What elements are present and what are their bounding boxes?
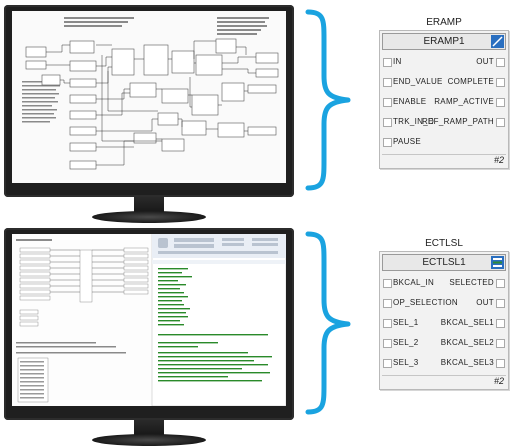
output-port-out[interactable] [496, 58, 505, 67]
input-port-trk-in-d[interactable] [383, 118, 392, 127]
ectlsl-caption: ECTLSL [425, 238, 463, 249]
eramp-row-3: ENABLE RAMP_ACTIVE [380, 92, 508, 112]
input-port-pause[interactable] [383, 138, 392, 147]
output-port-out[interactable] [496, 299, 505, 308]
ectlsl-execution-order: #2 [493, 376, 504, 386]
label-bkcal-sel2: BKCAL_SEL2 [440, 338, 494, 347]
label-complete: COMPLETE [447, 77, 494, 86]
ectlsl-header: ECTLSL1 [382, 254, 506, 271]
label-sel-2: SEL_2 [393, 338, 419, 347]
eramp-row-1: IN OUT [380, 52, 508, 72]
label-bkcal-sel3: BKCAL_SEL3 [440, 358, 494, 367]
output-port-complete[interactable] [496, 78, 505, 87]
function-block-diagram [22, 17, 279, 170]
eramp-caption: ERAMP [426, 17, 462, 28]
ectlsl-header-title: ECTLSL1 [422, 257, 466, 268]
label-trk-in-d: TRK_IN_D [393, 117, 435, 126]
ectlsl-row-2: OP_SELECTION OUT [380, 293, 508, 313]
ectlsl-row-5: SEL_3 BKCAL_SEL3 [380, 353, 508, 373]
label-bkcal-sel1: BKCAL_SEL1 [440, 318, 494, 327]
brace-top-shape [305, 9, 351, 191]
output-port-bkcal-sel3[interactable] [496, 359, 505, 368]
label-op-selection: OP_SELECTION [393, 298, 458, 307]
ectlsl-footer: #2 [382, 375, 506, 388]
ectlsl-row-3: SEL_1 BKCAL_SEL1 [380, 313, 508, 333]
input-port-bkcal-in[interactable] [383, 279, 392, 288]
output-port-bkcal-sel1[interactable] [496, 319, 505, 328]
top-monitor-screen [12, 11, 286, 183]
input-port-sel-3[interactable] [383, 359, 392, 368]
input-port-op-selection[interactable] [383, 299, 392, 308]
label-bkcal-in: BKCAL_IN [393, 278, 435, 287]
eramp-block[interactable]: ERAMP1 IN OUT END_VALUE COMPLETE ENABLE … [379, 30, 509, 169]
output-port-selected[interactable] [496, 279, 505, 288]
ectlsl-row-1: BKCAL_IN SELECTED [380, 273, 508, 293]
top-brace [302, 9, 356, 191]
input-port-sel-2[interactable] [383, 339, 392, 348]
ectlsl-row-4: SEL_2 BKCAL_SEL2 [380, 333, 508, 353]
eramp-row-4: TRK_IN_D REF_RAMP_PATH [380, 112, 508, 132]
eramp-row-5: PAUSE [380, 132, 508, 152]
top-monitor-stand [92, 211, 206, 223]
output-port-bkcal-sel2[interactable] [496, 339, 505, 348]
ectlsl-block[interactable]: ECTLSL1 BKCAL_IN SELECTED OP_SELECTION O… [379, 251, 509, 390]
eramp-header: ERAMP1 [382, 33, 506, 50]
eramp-execution-order: #2 [493, 155, 504, 165]
label-enable: ENABLE [393, 97, 427, 106]
eramp-row-2: END_VALUE COMPLETE [380, 72, 508, 92]
output-port-ramp-active[interactable] [496, 98, 505, 107]
label-in: IN [393, 57, 402, 66]
input-port-enable[interactable] [383, 98, 392, 107]
input-port-end-value[interactable] [383, 78, 392, 87]
label-ramp-active: RAMP_ACTIVE [434, 97, 494, 106]
input-port-sel-1[interactable] [383, 319, 392, 328]
label-pause: PAUSE [393, 137, 422, 146]
bottom-brace [302, 231, 356, 415]
output-port-ref-ramp-path[interactable] [496, 118, 505, 127]
bottom-monitor-screen [12, 234, 286, 406]
configuration-screen [12, 234, 286, 406]
top-monitor-neck [134, 197, 164, 215]
label-out: OUT [476, 57, 494, 66]
label-selected: SELECTED [449, 278, 494, 287]
label-sel-1: SEL_1 [393, 318, 419, 327]
label-end-value: END_VALUE [393, 77, 443, 86]
ramp-icon [491, 35, 504, 48]
label-sel-3: SEL_3 [393, 358, 419, 367]
bottom-monitor-stand [92, 434, 206, 446]
input-port-in[interactable] [383, 58, 392, 67]
label-out: OUT [476, 298, 494, 307]
brace-bottom-shape [305, 231, 351, 415]
eramp-footer: #2 [382, 154, 506, 167]
eramp-header-title: ERAMP1 [423, 36, 465, 47]
selector-icon [491, 256, 504, 269]
label-ref-ramp-path: REF_RAMP_PATH [421, 117, 494, 126]
